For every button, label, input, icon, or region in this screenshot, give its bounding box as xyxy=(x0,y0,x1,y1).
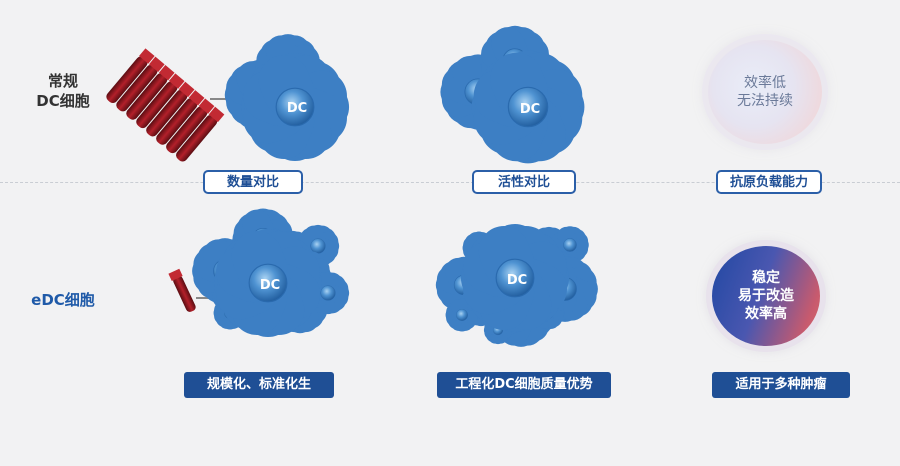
efficiency-bubble-conventional: 效率低 无法持续 xyxy=(708,40,822,144)
bubble-line: 稳定 xyxy=(752,270,780,286)
row-divider xyxy=(0,182,900,183)
edc-feature-scalable: 规模化、标准化生 xyxy=(184,372,334,398)
dc-cell-label: DC xyxy=(520,102,540,117)
bubble-line: 无法持续 xyxy=(737,93,793,109)
efficiency-bubble-edc: 稳定 易于改造 效率高 xyxy=(712,246,820,346)
row-label-conventional-dc: 常规 DC细胞 xyxy=(18,71,108,111)
dendritic-cell-cluster-conventional-1 xyxy=(241,50,324,136)
dc-cell-label: DC xyxy=(260,278,280,293)
row-label-line2: DC细胞 xyxy=(36,92,90,110)
blood-tube-bundle-icon xyxy=(106,48,225,162)
dendritic-cell-cluster-conventional-2 xyxy=(458,42,558,137)
dendritic-cell-cluster-edc-1 xyxy=(208,223,340,323)
dc-cell-label: DC xyxy=(507,273,527,288)
row-label-line1: 常规 xyxy=(47,72,78,90)
comparison-tag-antigen-loading: 抗原负载能力 xyxy=(716,170,822,194)
bubble-line: 易于改造 xyxy=(738,288,794,304)
comparison-tag-quantity: 数量对比 xyxy=(203,170,303,194)
comparison-tag-activity: 活性对比 xyxy=(472,170,576,194)
bubble-line: 效率高 xyxy=(745,306,787,322)
bubble-line: 效率低 xyxy=(744,75,786,91)
row-label-edc: eDC细胞 xyxy=(31,291,95,309)
edc-feature-tumor-types: 适用于多种肿瘤 xyxy=(712,372,850,398)
dc-cell-label: DC xyxy=(287,101,307,116)
edc-feature-quality: 工程化DC细胞质量优势 xyxy=(437,372,611,398)
blood-tube-icon xyxy=(168,268,196,312)
